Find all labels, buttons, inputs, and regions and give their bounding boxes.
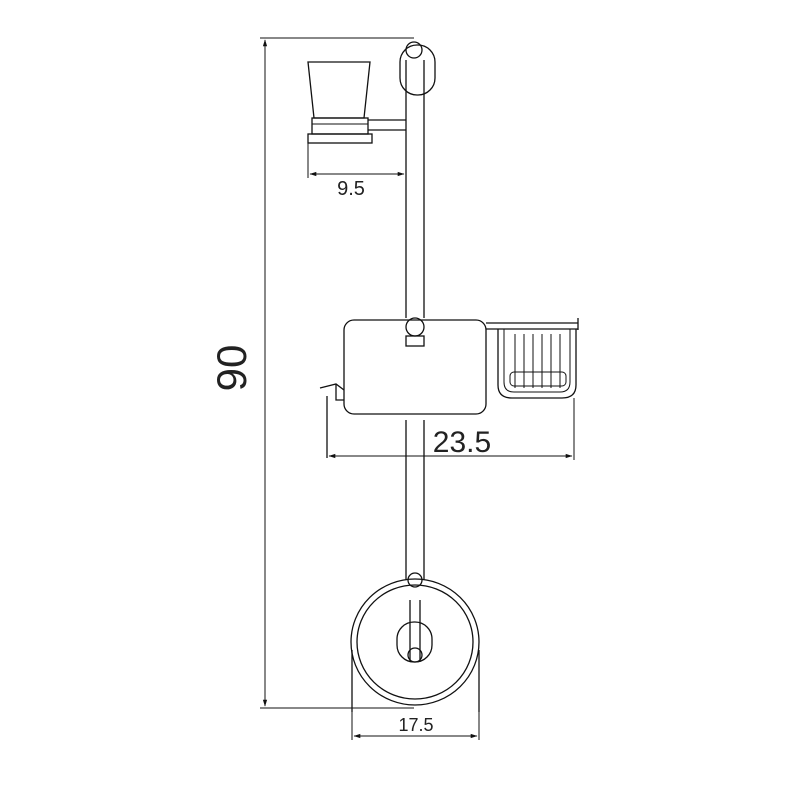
- top-wall-mount: [399, 41, 436, 96]
- tumbler-holder: [307, 61, 406, 144]
- overall-height-dimension: 90: [208, 37, 414, 709]
- shelf-width-label: 23.5: [433, 426, 491, 459]
- bottom-ring-holder: [350, 572, 480, 712]
- basket: [497, 329, 577, 399]
- ring-width-dimension: 17.5: [351, 712, 480, 740]
- middle-shelf-assembly: [319, 317, 579, 458]
- shelf-width-dimension: 23.5: [328, 398, 575, 460]
- overall-height-label: 90: [208, 345, 255, 392]
- ring-width-label: 17.5: [398, 715, 433, 735]
- vertical-pole: [405, 60, 425, 662]
- tumbler-width-label: 9.5: [337, 178, 365, 200]
- tumbler-width-dimension: 9.5: [307, 143, 405, 200]
